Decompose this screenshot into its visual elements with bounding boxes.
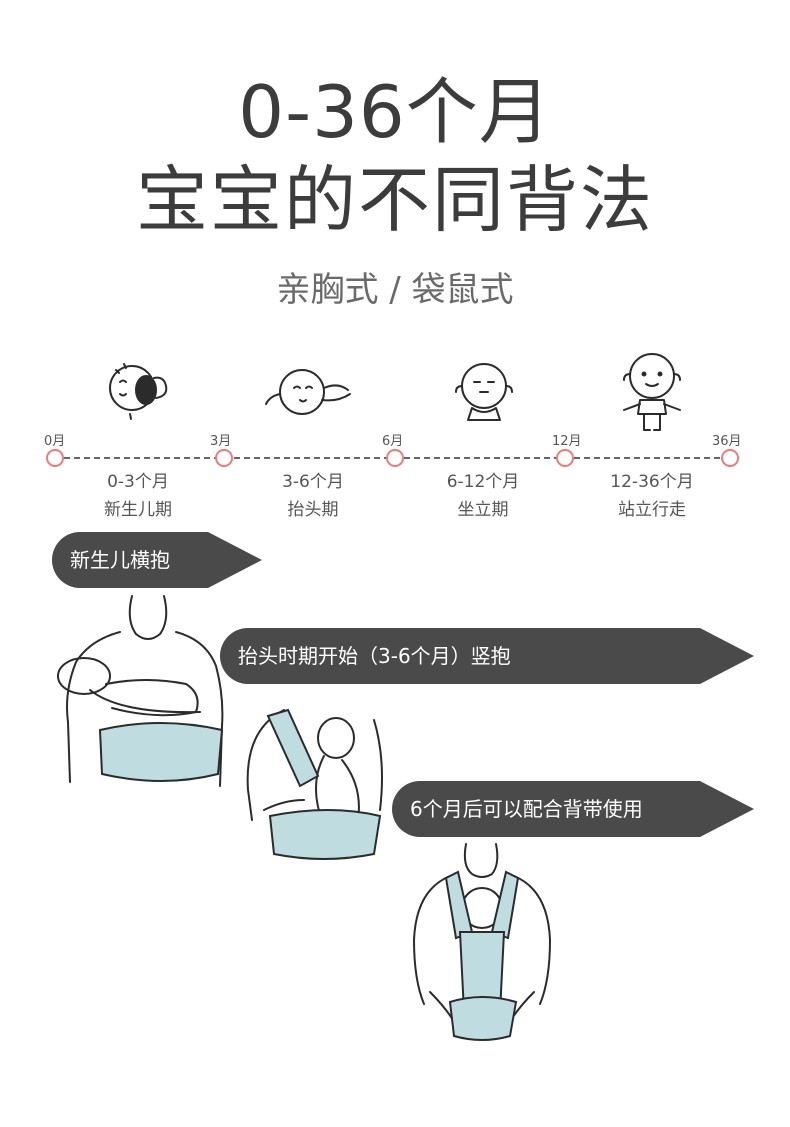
stage-name: 抬头期	[287, 500, 339, 520]
arrow-shape	[220, 628, 754, 684]
arrow-label: 抬头时期开始（3-6个月）竖抱	[238, 644, 511, 668]
stage-label: 3-6个月 抬头期	[238, 468, 388, 524]
timeline-node-3	[215, 449, 233, 467]
tick-label: 12月	[552, 434, 582, 449]
stage-range: 3-6个月	[282, 472, 344, 492]
stage-range: 12-36个月	[610, 472, 694, 492]
standing-toddler-icon	[623, 353, 681, 431]
arrow-label: 新生儿横抱	[70, 548, 170, 572]
stage-name: 站立行走	[618, 500, 686, 520]
tick-label: 36月	[712, 434, 742, 449]
upright-hold-illustration	[246, 708, 383, 860]
stage-range: 0-3个月	[107, 472, 169, 492]
stage-label: 0-3个月 新生儿期	[63, 468, 213, 524]
arrow-shape	[392, 781, 754, 837]
newborn-baby-icon	[109, 363, 168, 420]
stage-label: 12-36个月 站立行走	[577, 468, 727, 524]
timeline-node-12	[556, 449, 574, 467]
arrow-label: 6个月后可以配合背带使用	[410, 797, 643, 821]
carrier-use-illustration	[413, 843, 551, 1041]
timeline-node-6	[386, 449, 404, 467]
carry-style-subtitle: 亲胸式 / 袋鼠式	[276, 270, 514, 310]
tick-label: 6月	[382, 434, 404, 449]
stage-name: 新生儿期	[104, 500, 172, 520]
arrow-upright-hold: 抬头时期开始（3-6个月）竖抱	[220, 628, 754, 684]
stage-label: 6-12个月 坐立期	[408, 468, 558, 524]
main-title: 0-36个月	[238, 70, 552, 154]
sitting-baby-icon	[455, 363, 513, 421]
newborn-hold-illustration	[57, 595, 224, 787]
arrow-newborn-hold: 新生儿横抱	[52, 532, 262, 588]
stage-name: 坐立期	[457, 500, 509, 520]
timeline-node-0	[46, 449, 64, 467]
arrow-shape	[52, 532, 262, 588]
main-subtitle-title: 宝宝的不同背法	[135, 158, 654, 242]
tick-label: 0月	[44, 434, 66, 449]
tick-label: 3月	[210, 434, 232, 449]
arrow-carrier-use: 6个月后可以配合背带使用	[392, 781, 754, 837]
timeline-node-36	[721, 449, 739, 467]
crawling-baby-icon	[265, 369, 351, 415]
stage-range: 6-12个月	[446, 472, 520, 492]
